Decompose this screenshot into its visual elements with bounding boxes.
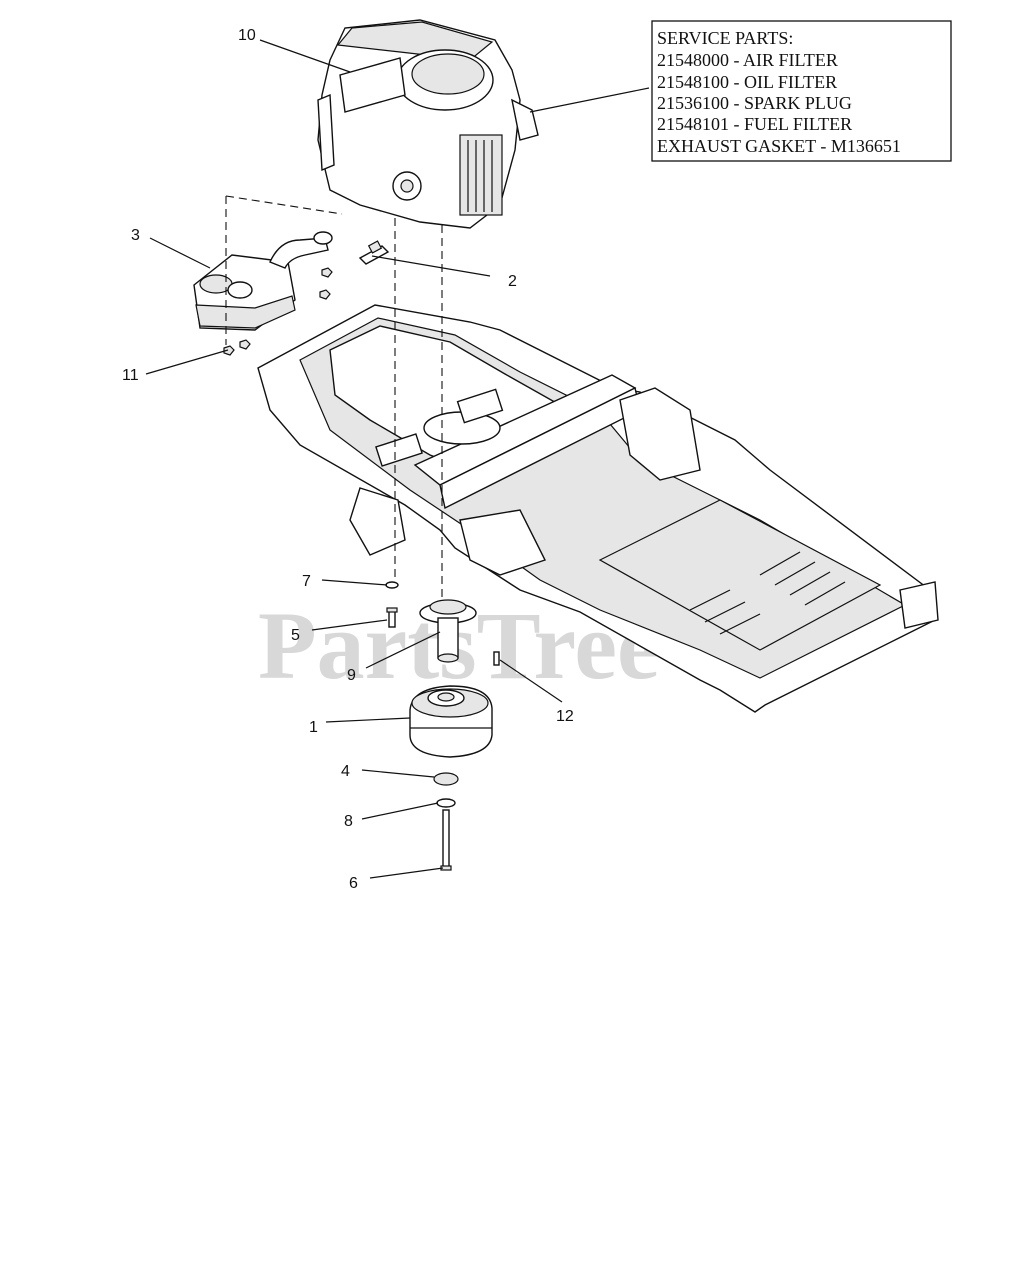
spacer-icon (433, 772, 459, 786)
service-part-line: 21548101 - FUEL FILTER (657, 114, 852, 134)
key-icon (493, 651, 500, 666)
service-parts-box: SERVICE PARTS: 21548000 - AIR FILTER 215… (651, 20, 952, 162)
callout-3: 3 (131, 227, 140, 244)
service-part-line: 21548000 - AIR FILTER (657, 50, 838, 70)
nut-icon (223, 267, 333, 356)
pulley-icon (419, 599, 477, 663)
service-part-line: 21548100 - OIL FILTER (657, 72, 837, 92)
callout-7: 7 (302, 573, 311, 590)
callouts: 10 3 2 11 7 5 9 12 1 4 8 6 (122, 27, 574, 892)
service-part-line: 21536100 - SPARK PLUG (657, 93, 852, 113)
callout-4: 4 (341, 763, 350, 780)
washer-icon (436, 798, 456, 808)
callout-2: 2 (508, 273, 517, 290)
frame-icon (257, 304, 939, 713)
alignment-lines (225, 195, 443, 600)
service-part-line: EXHAUST GASKET - M136651 (657, 136, 901, 156)
muffler-icon (193, 231, 333, 331)
callout-12: 12 (556, 708, 574, 725)
leader-lines (145, 39, 650, 879)
lock-washer-icon (385, 581, 399, 589)
callout-10: 10 (238, 27, 256, 44)
callout-8: 8 (344, 813, 353, 830)
callout-5: 5 (291, 627, 300, 644)
clutch-icon (409, 685, 493, 758)
callout-9: 9 (347, 667, 356, 684)
service-parts-heading: SERVICE PARTS: (657, 28, 793, 48)
callout-1: 1 (309, 719, 318, 736)
engine-icon (317, 19, 539, 229)
screw-icon (386, 607, 398, 628)
service-parts-frame (651, 20, 952, 162)
callout-11: 11 (122, 367, 139, 384)
spark-plug-icon (358, 240, 390, 265)
callout-6: 6 (349, 875, 358, 892)
bolt-icon (440, 809, 452, 871)
